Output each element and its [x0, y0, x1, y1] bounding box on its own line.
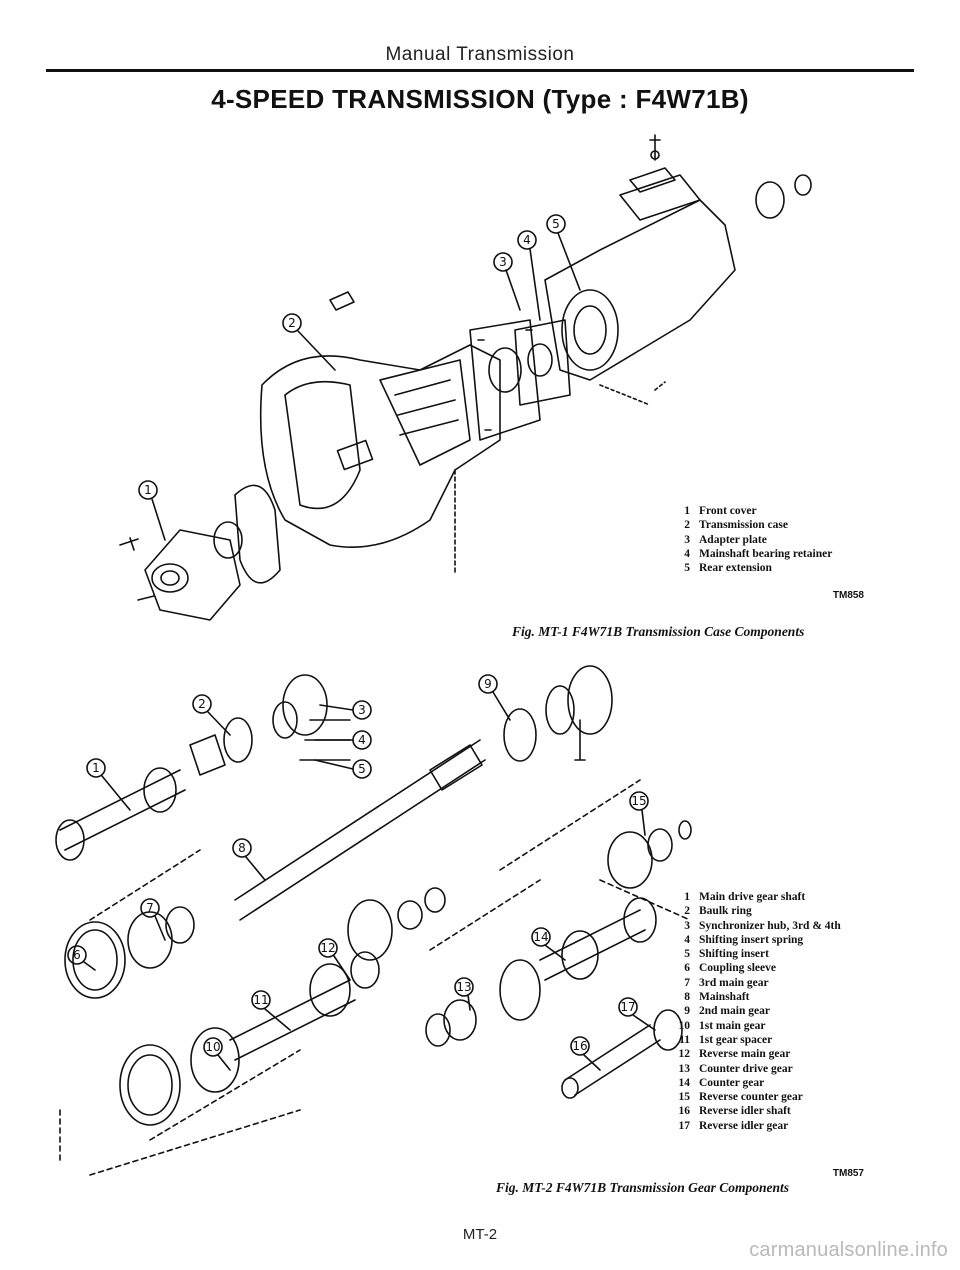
svg-text:3: 3	[499, 255, 507, 269]
fig2-code: TM857	[832, 1168, 864, 1179]
page-number: MT-2	[462, 1226, 498, 1243]
rear-bushing-drawing	[755, 181, 785, 219]
gasket-drawing	[234, 484, 281, 584]
fig1-code: TM858	[832, 590, 864, 601]
svg-text:14: 14	[533, 930, 548, 944]
svg-text:4: 4	[523, 233, 531, 247]
svg-text:1: 1	[92, 761, 100, 775]
svg-text:5: 5	[358, 762, 366, 776]
site-watermark: carmanualsonline.info	[749, 1239, 948, 1261]
svg-text:1: 1	[144, 483, 152, 497]
svg-text:6: 6	[73, 948, 81, 962]
fig1-caption: Fig. MT-1 F4W71B Transmission Case Compo…	[512, 624, 805, 639]
svg-text:16: 16	[572, 1039, 587, 1053]
rear-seal-drawing	[794, 174, 812, 196]
svg-text:9: 9	[484, 677, 492, 691]
bearing-retainer-drawing	[514, 319, 571, 406]
svg-text:13: 13	[456, 980, 471, 994]
front-cover-drawing	[119, 529, 241, 621]
svg-text:10: 10	[205, 1040, 220, 1054]
oil-seal-drawing	[213, 521, 243, 559]
adapter-plate-drawing	[469, 319, 541, 441]
running-header: Manual Transmission	[385, 44, 575, 65]
svg-text:7: 7	[146, 901, 154, 915]
header-rule	[46, 69, 914, 72]
rear-extension-drawing	[544, 134, 736, 381]
svg-text:4: 4	[358, 733, 366, 747]
svg-text:3: 3	[358, 703, 366, 717]
svg-text:15: 15	[631, 794, 646, 808]
fig1-callouts: 1 2 3 4 5	[138, 214, 581, 541]
fig2-callouts: 1 2 3 4 5 6 7 8 9 10 11 12 13 14 15 16 1…	[67, 674, 656, 1071]
transmission-case-drawing	[259, 291, 501, 548]
svg-text:8: 8	[238, 841, 246, 855]
svg-text:17: 17	[620, 1000, 635, 1014]
gear-components-illustration	[55, 665, 692, 1176]
svg-text:2: 2	[288, 316, 296, 330]
page-title: 4-SPEED TRANSMISSION (Type : F4W71B)	[211, 84, 749, 114]
fig2-caption: Fig. MT-2 F4W71B Transmission Gear Compo…	[496, 1180, 790, 1195]
svg-text:11: 11	[253, 993, 268, 1007]
svg-text:12: 12	[320, 941, 335, 955]
svg-text:2: 2	[198, 697, 206, 711]
svg-text:5: 5	[552, 217, 560, 231]
